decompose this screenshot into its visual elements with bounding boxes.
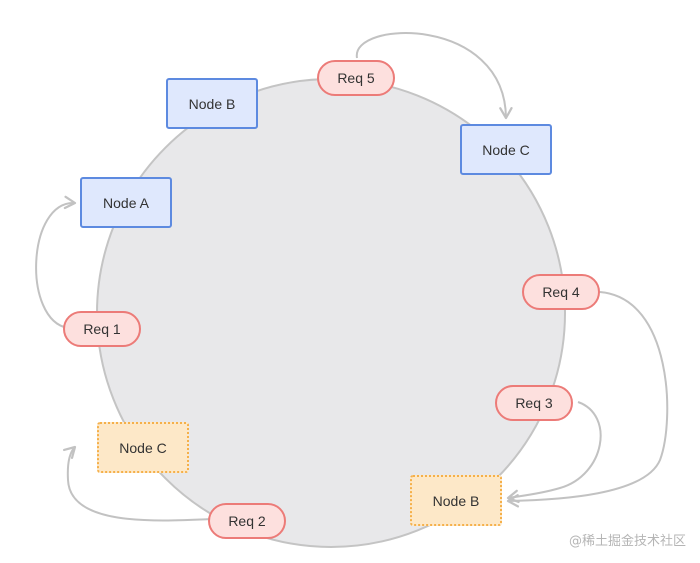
- node-b-box[interactable]: Node B: [166, 78, 258, 129]
- node-b-virtual-label: Node B: [432, 492, 480, 509]
- arrow-req2-to-node-c-virtual: [62, 445, 213, 522]
- req-2-label: Req 2: [228, 513, 266, 529]
- node-b-label: Node B: [188, 95, 236, 112]
- node-c-label: Node C: [482, 141, 530, 158]
- node-c-virtual-box[interactable]: Node C: [97, 422, 189, 473]
- req-4-label: Req 4: [542, 284, 580, 300]
- node-c-virtual-label: Node C: [119, 439, 167, 456]
- node-b-virtual-box[interactable]: Node B: [410, 475, 502, 526]
- arrow-req1-to-node-a: [35, 195, 77, 329]
- arrow-req5-to-node-c: [355, 32, 513, 120]
- req-5-pill[interactable]: Req 5: [317, 60, 395, 96]
- watermark: @稀土掘金技术社区: [568, 534, 686, 549]
- arrow-req3-to-node-b-virtual: [506, 401, 602, 504]
- arrow-req4-to-node-b-virtual: [506, 291, 669, 508]
- node-a-box[interactable]: Node A: [80, 177, 172, 228]
- req-3-label: Req 3: [515, 395, 553, 411]
- req-1-label: Req 1: [83, 321, 121, 337]
- req-5-label: Req 5: [337, 70, 375, 86]
- req-3-pill[interactable]: Req 3: [495, 385, 573, 421]
- req-4-pill[interactable]: Req 4: [522, 274, 600, 310]
- req-2-pill[interactable]: Req 2: [208, 503, 286, 539]
- node-a-label: Node A: [103, 194, 149, 211]
- req-1-pill[interactable]: Req 1: [63, 311, 141, 347]
- node-c-box[interactable]: Node C: [460, 124, 552, 175]
